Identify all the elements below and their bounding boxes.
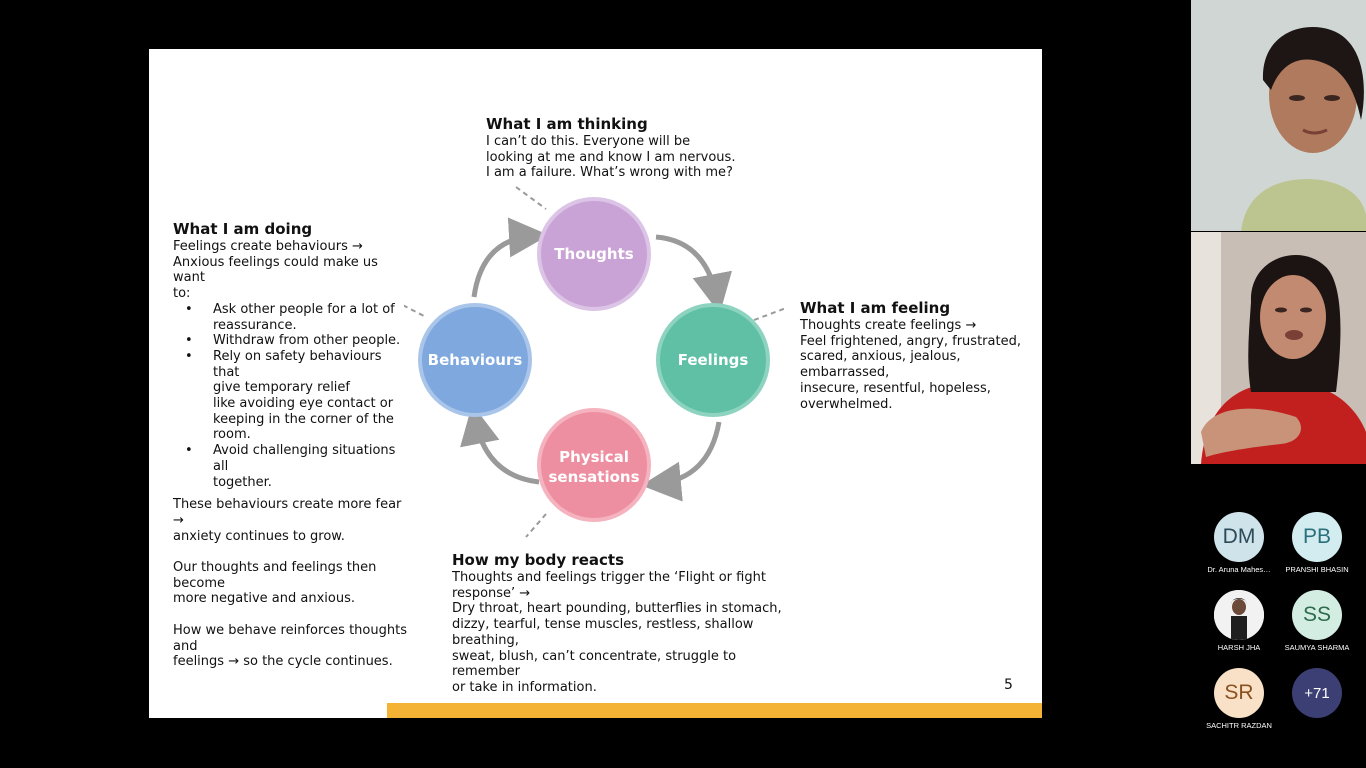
video-tile-participant-2[interactable] xyxy=(1191,232,1366,464)
bullet-line: room. xyxy=(213,427,251,443)
participant-item[interactable]: PB PRANSHI BHASIN xyxy=(1277,512,1357,574)
avatar: PB xyxy=(1292,512,1342,562)
avatar: DM xyxy=(1214,512,1264,562)
more-participants-button[interactable]: +71 xyxy=(1277,668,1357,718)
thinking-line: looking at me and know I am nervous. xyxy=(486,149,736,165)
bullet-line: keeping in the corner of the xyxy=(213,411,394,427)
thinking-line: I am a failure. What’s wrong with me? xyxy=(486,165,733,181)
avatar-initials: PB xyxy=(1302,525,1331,548)
doing-outro-line: Our thoughts and feelings then become xyxy=(173,560,377,591)
feeling-title: What I am feeling xyxy=(800,299,951,317)
participant-video-image xyxy=(1191,232,1366,464)
body-line: response’ → xyxy=(452,585,531,601)
thinking-section: What I am thinking I can’t do this. Ever… xyxy=(486,115,766,181)
sensations-label: sensations xyxy=(548,468,639,486)
participant-name: HARSH JHA xyxy=(1217,643,1261,652)
behaviours-label: Behaviours xyxy=(428,351,523,369)
bullet-line: like avoiding eye contact or xyxy=(213,396,394,412)
doing-intro-line: Feelings create behaviours → xyxy=(173,239,363,254)
doing-intro-line: to: xyxy=(173,286,191,302)
behaviours-circle: Behaviours xyxy=(418,303,532,417)
body-title: How my body reacts xyxy=(452,551,625,569)
bullet-line: together. xyxy=(213,474,272,490)
feeling-line: Thoughts create feelings → xyxy=(800,318,977,333)
participant-item[interactable]: DM Dr. Aruna Mahes… xyxy=(1199,512,1279,574)
physical-label: Physical xyxy=(559,448,629,466)
feelings-label: Feelings xyxy=(678,351,749,369)
bullet-line: Withdraw from other people. xyxy=(213,333,401,349)
cbt-cycle-diagram: Thoughts Feelings Physical sensations Be… xyxy=(404,186,784,538)
bullet-line: Avoid challenging situations all xyxy=(213,443,396,474)
connector-dash xyxy=(515,186,547,210)
avatar-initials: SS xyxy=(1302,603,1331,626)
feeling-section: What I am feeling Thoughts create feelin… xyxy=(800,299,1040,412)
avatar xyxy=(1214,590,1264,640)
arrow-thoughts-to-feelings xyxy=(655,234,732,314)
avatar: SR xyxy=(1214,668,1264,718)
body-line: Dry throat, heart pounding, butterflies … xyxy=(452,601,782,617)
doing-outro-line: feelings → so the cycle continues. xyxy=(173,654,393,670)
participant-name: SACHITR RAZDAN xyxy=(1206,721,1272,730)
participant-name: SAUMYA SHARMA xyxy=(1284,643,1350,652)
connector-dash xyxy=(404,304,425,317)
bullet-line: Rely on safety behaviours that xyxy=(213,348,382,380)
bullet-item: Rely on safety behaviours that give temp… xyxy=(185,348,408,443)
doing-outro-line: These behaviours create more fear → xyxy=(173,497,402,528)
doing-bullets: Ask other people for a lot of reassuranc… xyxy=(173,302,408,490)
doing-outro-line: more negative and anxious. xyxy=(173,591,355,607)
bullet-line: reassurance. xyxy=(213,317,297,333)
body-section: How my body reacts Thoughts and feelings… xyxy=(452,551,792,696)
bullet-line: Ask other people for a lot of xyxy=(213,301,395,317)
thoughts-label: Thoughts xyxy=(554,245,633,263)
participant-item[interactable]: HARSH JHA xyxy=(1199,590,1279,652)
participant-name: PRANSHI BHASIN xyxy=(1285,565,1349,574)
connector-dash xyxy=(753,307,784,321)
more-participants-count: +71 xyxy=(1292,668,1342,718)
arrow-behaviours-to-thoughts xyxy=(471,217,549,298)
doing-intro-line: Anxious feelings could make us want xyxy=(173,254,378,286)
thinking-title: What I am thinking xyxy=(486,115,648,133)
participant-name: Dr. Aruna Mahes… xyxy=(1207,565,1271,574)
presentation-slide: What I am thinking I can’t do this. Ever… xyxy=(149,49,1042,718)
body-line: sweat, blush, can’t concentrate, struggl… xyxy=(452,648,737,680)
participant-item[interactable]: SR SACHITR RAZDAN xyxy=(1199,668,1279,730)
feeling-line: insecure, resentful, hopeless, xyxy=(800,380,991,396)
body-line: or take in information. xyxy=(452,679,597,695)
feeling-line: scared, anxious, jealous, embarrassed, xyxy=(800,349,961,381)
body-line: Thoughts and feelings trigger the ‘Fligh… xyxy=(452,570,766,585)
participant-item[interactable]: SS SAUMYA SHARMA xyxy=(1277,590,1357,652)
bullet-line: give temporary relief xyxy=(213,380,350,396)
avatar-photo xyxy=(1214,590,1264,640)
page-number: 5 xyxy=(1004,677,1013,693)
bullet-item: Ask other people for a lot of reassuranc… xyxy=(185,301,408,333)
avatar: SS xyxy=(1292,590,1342,640)
bullet-item: Withdraw from other people. xyxy=(185,333,408,349)
participant-video-image xyxy=(1191,0,1366,231)
bullet-item: Avoid challenging situations all togethe… xyxy=(185,443,408,490)
doing-section: What I am doing Feelings create behaviou… xyxy=(173,220,408,670)
feeling-line: overwhelmed. xyxy=(800,396,893,412)
thoughts-circle: Thoughts xyxy=(537,197,651,311)
slide-footer-bar xyxy=(387,703,1042,718)
doing-outro-line: anxiety continues to grow. xyxy=(173,528,345,544)
avatar-initials: +71 xyxy=(1304,684,1330,702)
feeling-line: Feel frightened, angry, frustrated, xyxy=(800,333,1021,349)
avatar-initials: SR xyxy=(1224,681,1254,704)
arrow-physical-to-behaviours xyxy=(460,404,540,485)
body-line: dizzy, tearful, tense muscles, restless,… xyxy=(452,617,754,648)
physical-sensations-circle: Physical sensations xyxy=(537,408,651,522)
video-tile-participant-1[interactable] xyxy=(1191,0,1366,231)
avatar-initials: DM xyxy=(1222,525,1256,548)
feelings-circle: Feelings xyxy=(656,303,770,417)
doing-title: What I am doing xyxy=(173,220,313,238)
connector-dash xyxy=(525,513,547,538)
arrow-feelings-to-physical xyxy=(641,421,722,502)
thinking-line: I can’t do this. Everyone will be xyxy=(486,134,691,149)
doing-outro-line: How we behave reinforces thoughts and xyxy=(173,622,407,654)
